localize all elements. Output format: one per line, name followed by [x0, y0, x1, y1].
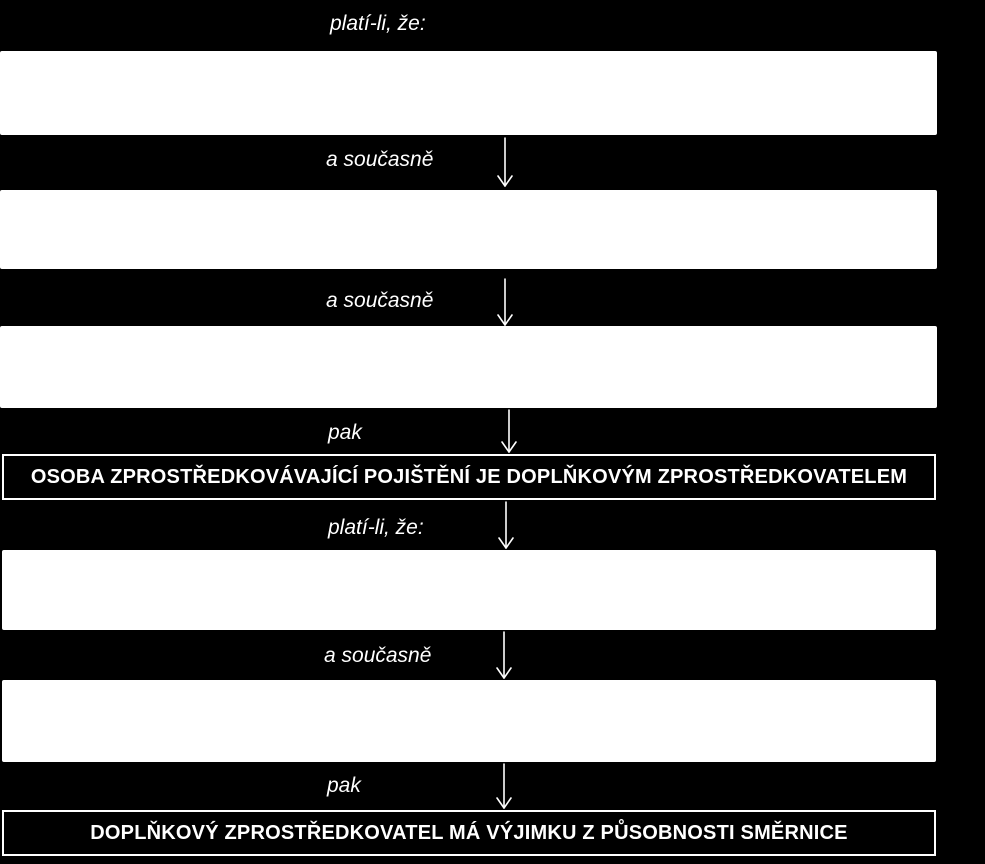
conclusion-text-2: DOPLŇKOVÝ ZPROSTŘEDKOVATEL MÁ VÝJIMKU Z …	[90, 821, 848, 844]
arrow-down-icon-6	[496, 763, 512, 809]
arrow-down-icon-3	[501, 409, 517, 453]
arrow-down-icon-2	[497, 278, 513, 326]
condition-box-3	[0, 326, 937, 408]
condition-box-5	[2, 680, 936, 762]
connector-label-3: a současně	[326, 289, 434, 312]
condition-label-1: platí-li, že:	[330, 12, 426, 35]
arrow-down-icon-5	[496, 631, 512, 679]
connector-label-2: a současně	[326, 148, 434, 171]
connector-label-6: a současně	[324, 644, 432, 667]
connector-label-pak-2: pak	[327, 774, 361, 797]
conclusion-banner-1: OSOBA ZPROSTŘEDKOVÁVAJÍCÍ POJIŠTĚNÍ JE D…	[2, 454, 936, 500]
arrow-down-icon-4	[498, 501, 514, 549]
conclusion-banner-2: DOPLŇKOVÝ ZPROSTŘEDKOVATEL MÁ VÝJIMKU Z …	[2, 810, 936, 856]
condition-box-4	[2, 550, 936, 630]
arrow-down-icon-1	[497, 137, 513, 187]
condition-label-5: platí-li, že:	[328, 516, 424, 539]
connector-label-pak-1: pak	[328, 421, 362, 444]
condition-box-2	[0, 190, 937, 269]
conclusion-text-1: OSOBA ZPROSTŘEDKOVÁVAJÍCÍ POJIŠTĚNÍ JE D…	[30, 465, 908, 488]
condition-box-1	[0, 51, 937, 135]
